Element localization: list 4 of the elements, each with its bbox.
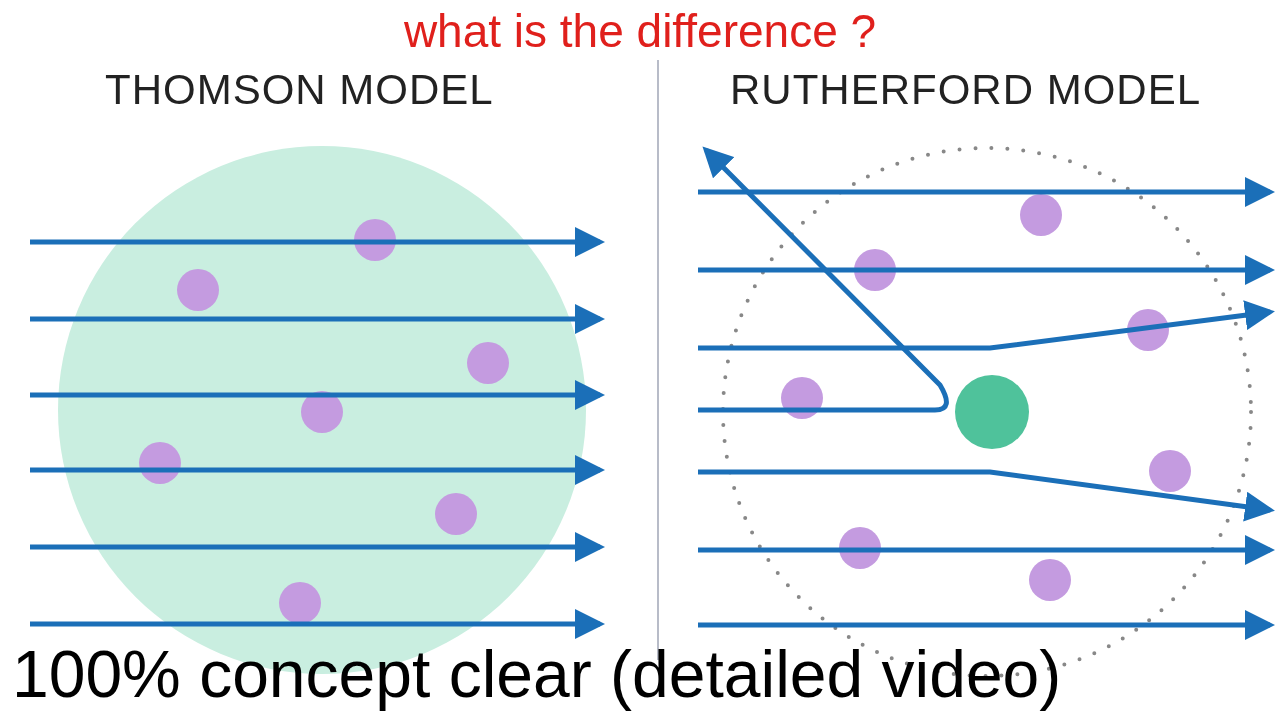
- caption-text: 100% concept clear (detailed video): [12, 636, 1062, 712]
- model-heading: THOMSON MODEL: [105, 66, 494, 114]
- model-heading: RUTHERFORD MODEL: [730, 66, 1201, 114]
- title: what is the difference ?: [402, 4, 878, 58]
